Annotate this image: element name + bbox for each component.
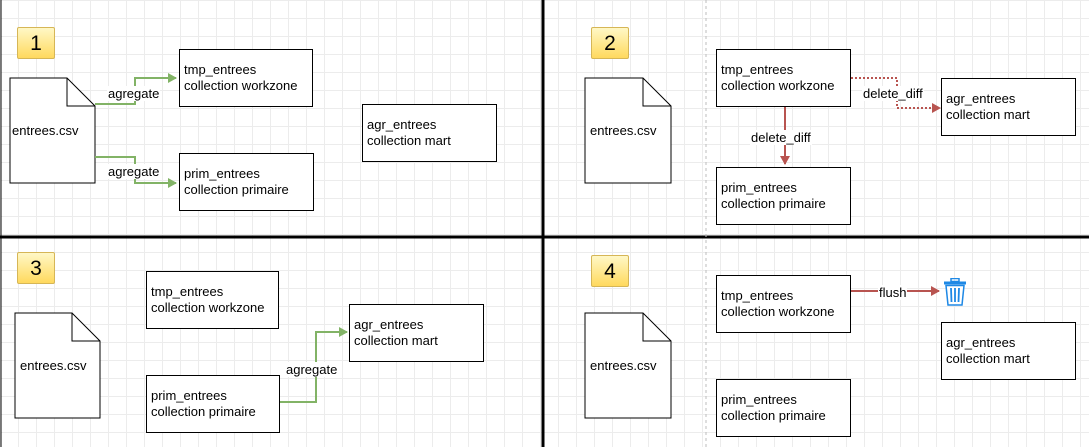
node-subtitle: collection primaire	[721, 196, 826, 211]
node-subtitle: collection mart	[946, 351, 1030, 366]
node-agr-entrees-2[interactable]: agr_entrees collection mart	[941, 78, 1076, 136]
node-title: prim_entrees	[721, 392, 797, 407]
node-title: prim_entrees	[151, 388, 227, 403]
node-subtitle: collection primaire	[721, 408, 826, 423]
node-subtitle: collection mart	[367, 133, 451, 148]
node-title: tmp_entrees	[151, 284, 224, 299]
edge-label-flush: flush	[878, 285, 908, 300]
node-agr-entrees-1[interactable]: agr_entrees collection mart	[362, 104, 497, 162]
node-tmp-entrees-3[interactable]: tmp_entrees collection workzone	[146, 271, 279, 329]
node-subtitle: collection mart	[354, 333, 438, 348]
node-agr-entrees-4[interactable]: agr_entrees collection mart	[941, 322, 1076, 380]
node-title: tmp_entrees	[721, 62, 794, 77]
file-label-3: entrees.csv	[20, 358, 87, 373]
node-prim-entrees-1[interactable]: prim_entrees collection primaire	[179, 153, 314, 211]
node-subtitle: collection workzone	[184, 78, 298, 93]
node-subtitle: collection workzone	[721, 304, 835, 319]
node-subtitle: collection workzone	[151, 300, 265, 315]
panel-badge-4: 4	[591, 255, 629, 287]
edge-label-delete-diff-right: delete_diff	[862, 86, 924, 101]
node-prim-entrees-2[interactable]: prim_entrees collection primaire	[716, 167, 851, 225]
node-subtitle: collection workzone	[721, 78, 835, 93]
file-shape-3	[14, 312, 101, 419]
node-title: tmp_entrees	[184, 62, 257, 77]
node-prim-entrees-4[interactable]: prim_entrees collection primaire	[716, 379, 851, 437]
node-title: agr_entrees	[354, 317, 424, 332]
node-prim-entrees-3[interactable]: prim_entrees collection primaire	[146, 375, 280, 433]
node-agr-entrees-3[interactable]: agr_entrees collection mart	[349, 304, 484, 362]
node-title: agr_entrees	[367, 117, 437, 132]
edge-label-aggregate-top: agregate	[107, 86, 161, 101]
trash-bin-icon[interactable]	[943, 278, 967, 306]
file-shape-1	[9, 77, 96, 184]
node-subtitle: collection primaire	[184, 182, 289, 197]
node-tmp-entrees-1[interactable]: tmp_entrees collection workzone	[179, 49, 313, 107]
edge-label-delete-diff-down: delete_diff	[750, 130, 812, 145]
node-title: tmp_entrees	[721, 288, 794, 303]
node-subtitle: collection mart	[946, 107, 1030, 122]
node-subtitle: collection primaire	[151, 404, 256, 419]
file-shape-2	[584, 77, 672, 184]
file-shape-4	[584, 312, 672, 419]
node-title: agr_entrees	[946, 91, 1016, 106]
node-tmp-entrees-4[interactable]: tmp_entrees collection workzone	[716, 275, 851, 333]
edge-label-aggregate-panel3: agregate	[285, 362, 339, 377]
node-title: prim_entrees	[184, 166, 260, 181]
file-label-4: entrees.csv	[590, 358, 657, 373]
panel-badge-1: 1	[17, 27, 55, 59]
panel-badge-3: 3	[17, 252, 55, 284]
node-title: prim_entrees	[721, 180, 797, 195]
node-tmp-entrees-2[interactable]: tmp_entrees collection workzone	[716, 49, 851, 107]
edge-label-aggregate-bottom: agregate	[107, 164, 161, 179]
panel-badge-2: 2	[591, 27, 629, 59]
node-title: agr_entrees	[946, 335, 1016, 350]
file-label-1: entrees.csv	[12, 123, 79, 138]
file-label-2: entrees.csv	[590, 123, 657, 138]
